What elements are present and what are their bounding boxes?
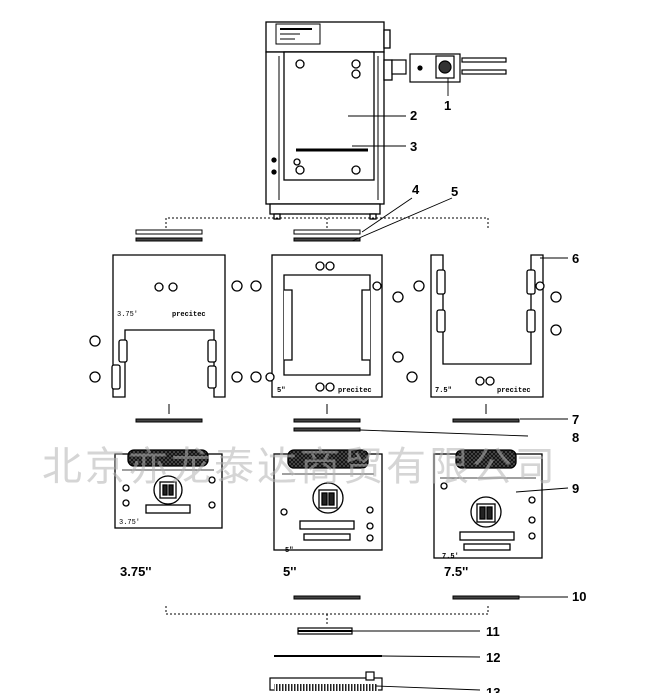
- bottom-stack: [269, 627, 383, 691]
- size-caption-7-5: 7.5'': [444, 564, 468, 579]
- plate-brand-label-1: precitec: [172, 311, 206, 319]
- callout-1: 1: [444, 98, 451, 113]
- mounting-plate-3-75: [89, 254, 243, 398]
- card-5: [273, 449, 383, 551]
- size-caption-3-75: 3.75'': [120, 564, 151, 579]
- gasket-row-top: [135, 229, 361, 242]
- plate-size-label-1: 3.75': [117, 311, 138, 319]
- callout-8: 8: [572, 430, 579, 445]
- card-size-label-1: 3.75': [119, 519, 140, 527]
- plate-size-label-3: 7.5": [435, 387, 452, 395]
- callout-9: 9: [572, 481, 579, 496]
- plate-brand-label-3: precitec: [497, 387, 531, 395]
- gasket-row-middle: [135, 404, 520, 432]
- main-housing: [265, 21, 393, 220]
- mounting-plate-7-5: [406, 254, 562, 398]
- card-3-75: [114, 449, 223, 529]
- card-size-label-2: 5": [285, 547, 293, 555]
- callout-2: 2: [410, 108, 417, 123]
- callout-10: 10: [572, 589, 586, 604]
- exploded-view-bracket-top: [165, 217, 489, 228]
- size-caption-5: 5'': [283, 564, 296, 579]
- callout-6: 6: [572, 251, 579, 266]
- mounting-plate-5: [250, 254, 404, 398]
- gasket-row-bottom: [293, 595, 520, 600]
- connector-assembly: [391, 53, 507, 83]
- exploded-view-bracket-bottom: [165, 606, 489, 615]
- callout-3: 3: [410, 139, 417, 154]
- callout-12: 12: [486, 650, 500, 665]
- watermark-text: 北京亦龙泰达商贸有限公司: [42, 444, 558, 490]
- leader-lines: [348, 78, 569, 691]
- callout-numbers: 1 2 3 4 5 6 7 8 9 10 11 12 13: [410, 98, 586, 693]
- card-size-label-3: 7.5': [442, 553, 459, 561]
- callout-4: 4: [412, 182, 420, 197]
- callout-13: 13: [486, 685, 500, 693]
- callout-7: 7: [572, 412, 579, 427]
- plate-size-label-2: 5": [277, 387, 285, 395]
- callout-5: 5: [451, 184, 458, 199]
- plate-brand-label-2: precitec: [338, 387, 372, 395]
- callout-11: 11: [486, 624, 500, 639]
- card-7-5: [433, 449, 543, 559]
